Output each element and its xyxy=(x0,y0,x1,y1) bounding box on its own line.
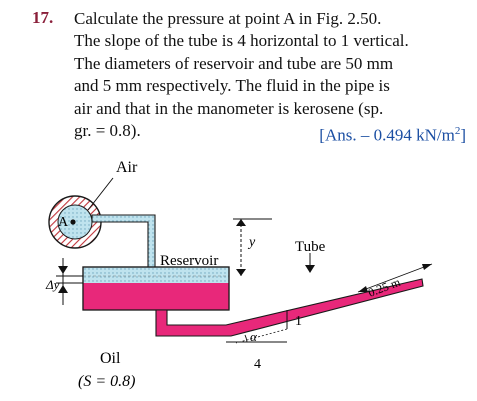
slope-horizontal-label: 4 xyxy=(254,357,261,372)
problem-statement: Calculate the pressure at point A in Fig… xyxy=(74,8,470,147)
oil-label: Oil xyxy=(100,350,121,367)
problem-line: gr. = 0.8). xyxy=(74,121,141,141)
air-label: Air xyxy=(116,159,138,176)
reservoir-kerosene xyxy=(83,283,229,310)
problem-line: and 5 mm respectively. The fluid in the … xyxy=(74,76,390,96)
specific-gravity-label: (S = 0.8) xyxy=(78,373,135,390)
reservoir-label: Reservoir xyxy=(160,253,218,269)
slope-triangle xyxy=(226,310,288,344)
alpha-label: α xyxy=(250,329,258,344)
problem-line: Calculate the pressure at point A in Fig… xyxy=(74,9,382,28)
length-dimension xyxy=(357,263,433,293)
tube-label: Tube xyxy=(295,239,326,255)
air-leader xyxy=(87,177,114,211)
slope-vertical-label: 1 xyxy=(295,314,302,329)
point-a-dot xyxy=(70,219,76,225)
tube-arrow xyxy=(305,253,315,273)
air-pipe xyxy=(48,195,102,249)
y-label: y xyxy=(247,235,256,250)
dy-dimension xyxy=(56,258,83,305)
problem-line: air and that in the manometer is kerosen… xyxy=(74,98,384,118)
problem-last-line: gr. = 0.8). [Ans. – 0.494 kN/m2] xyxy=(74,120,466,147)
inclined-tube xyxy=(155,278,424,337)
problem-number: 17. xyxy=(32,8,54,27)
dy-label: Δy xyxy=(45,277,60,292)
answer-superscript: 2 xyxy=(454,125,461,138)
reservoir xyxy=(82,266,230,311)
y-dimension xyxy=(236,219,246,276)
answer: [Ans. – 0.494 kN/m2] xyxy=(319,120,466,147)
point-a-label: A xyxy=(58,215,69,230)
answer-prefix: [Ans. – 0.494 kN/m xyxy=(319,125,455,145)
problem-line: The slope of the tube is 4 horizontal to… xyxy=(74,31,409,51)
answer-suffix: ] xyxy=(460,125,466,145)
problem-line: The diameters of reservoir and tube are … xyxy=(74,53,394,73)
